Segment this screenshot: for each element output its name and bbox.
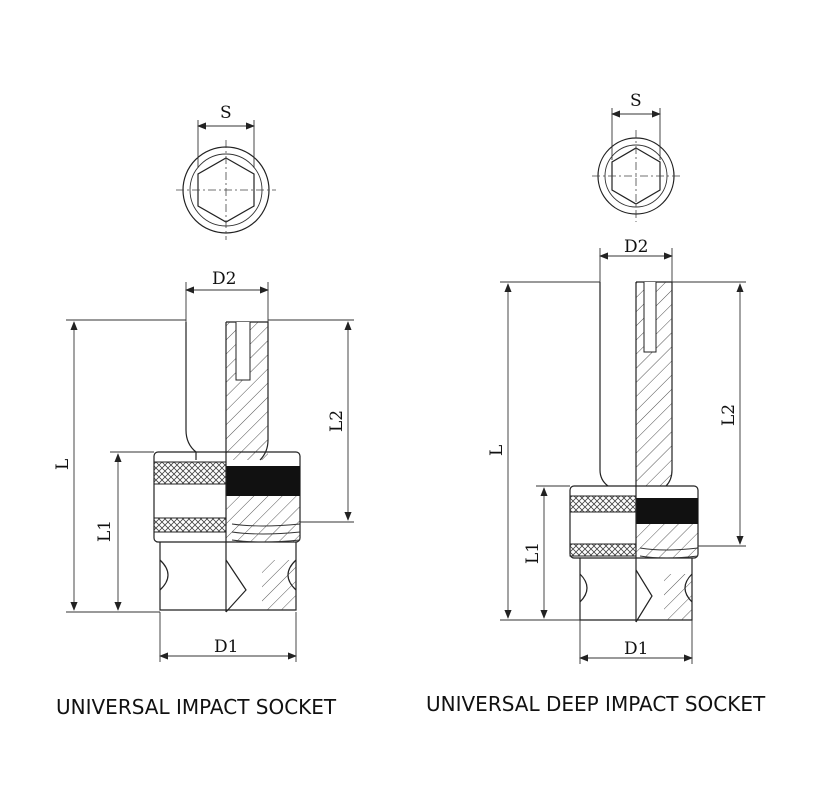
right-label-s: S — [630, 91, 642, 111]
right-label-l1: L1 — [523, 542, 543, 564]
left-socket-drawing: S D2 L L1 L2 D1 UNIVERSAL IMPACT SOCKET — [53, 103, 354, 719]
left-label-l2: L2 — [327, 410, 347, 432]
left-label-l: L — [53, 459, 73, 470]
left-label-d1: D1 — [214, 637, 238, 657]
left-dimensions — [66, 282, 354, 662]
left-label-d2: D2 — [212, 269, 236, 289]
right-socket-body — [569, 281, 699, 623]
left-label-s: S — [220, 103, 232, 123]
right-label-d1: D1 — [624, 639, 648, 659]
right-label-d2: D2 — [624, 237, 648, 257]
right-top-view — [592, 108, 680, 222]
right-label-l: L — [487, 445, 507, 456]
right-socket-drawing: S D2 L L1 L2 D1 UNIVERSAL DEEP IMPACT SO… — [426, 91, 766, 716]
left-label-l1: L1 — [95, 520, 115, 542]
right-dimensions — [500, 248, 746, 664]
right-caption: UNIVERSAL DEEP IMPACT SOCKET — [426, 692, 766, 716]
left-top-view — [176, 120, 276, 240]
right-label-l2: L2 — [719, 404, 739, 426]
left-socket-body — [153, 321, 301, 613]
left-caption: UNIVERSAL IMPACT SOCKET — [56, 695, 337, 719]
